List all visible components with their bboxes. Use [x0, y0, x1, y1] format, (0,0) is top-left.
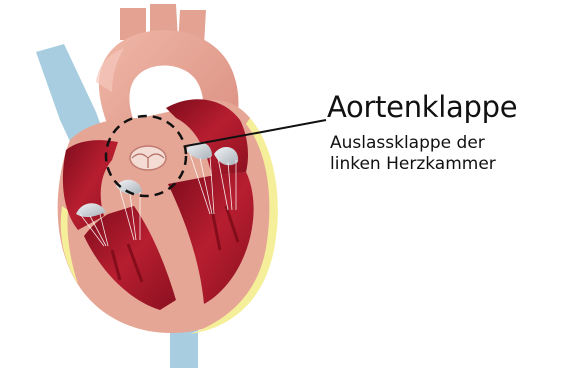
- annotation-title: Aortenklappe: [327, 90, 517, 124]
- annotation-subtitle: Auslassklappe der linken Herzkammer: [330, 133, 496, 175]
- aortic-valve: [130, 146, 166, 170]
- annotation-subtitle-line-1: Auslassklappe der: [330, 133, 496, 154]
- annotation-subtitle-line-2: linken Herzkammer: [330, 154, 496, 175]
